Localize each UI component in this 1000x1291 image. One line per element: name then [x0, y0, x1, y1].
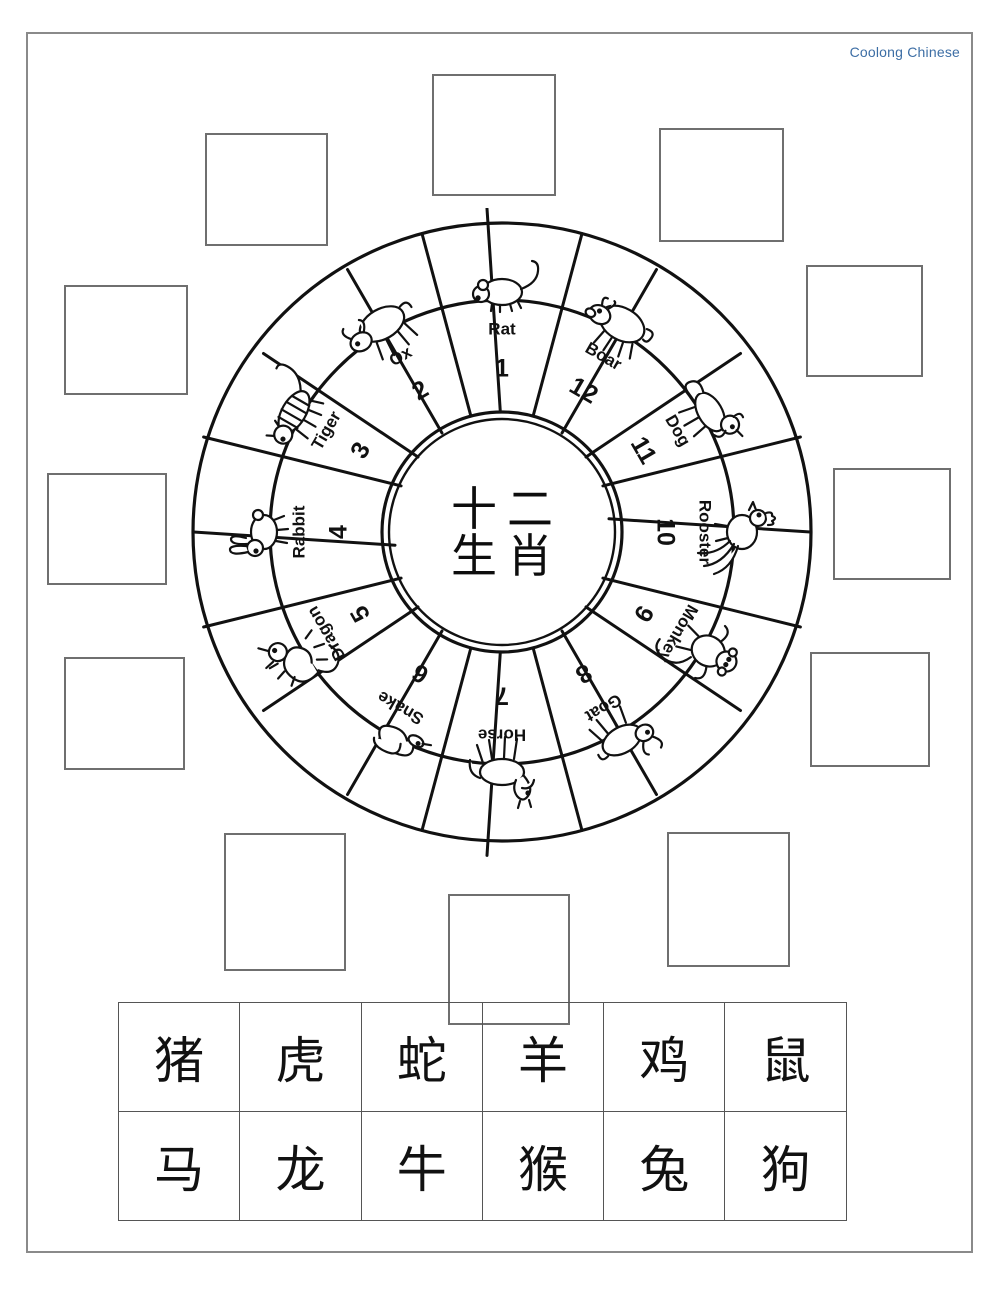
- character-bank-table: 猪 虎 蛇 羊 鸡 鼠 马 龙 牛 猴 兔 狗: [117, 1002, 847, 1221]
- ox-icon: [339, 292, 430, 373]
- segment-name-3: Tiger: [308, 408, 345, 454]
- answer-box-bottom-right[interactable]: [667, 832, 790, 967]
- wheel-outer-circle: [191, 221, 813, 843]
- segment-number-2: 2: [407, 375, 433, 406]
- answer-box-top-right[interactable]: [659, 128, 784, 242]
- answer-box-top[interactable]: [432, 74, 556, 196]
- answer-box-bottom-left[interactable]: [224, 833, 346, 971]
- segment-name-4: Rabbit: [289, 505, 308, 558]
- segment-number-3: 3: [345, 437, 376, 463]
- segment-number-1: 1: [495, 355, 509, 383]
- rabbit-icon: [228, 508, 290, 558]
- answer-box-mid-left[interactable]: [47, 473, 167, 585]
- char-cell[interactable]: 虎: [239, 1002, 362, 1112]
- table-row: 猪 虎 蛇 羊 鸡 鼠: [117, 1002, 847, 1112]
- segment-name-10: Rooster: [696, 500, 715, 565]
- segment-number-5: 5: [345, 601, 376, 627]
- segment-name-8: Goat: [582, 690, 625, 726]
- char-cell[interactable]: 鼠: [724, 1002, 847, 1112]
- segment-number-10: 10: [651, 518, 679, 546]
- segment-name-6: Snake: [374, 687, 427, 729]
- zodiac-wheel-svg: Rat 1 Ox 2 Tiger 3 Rabbit 4 Dragon 5: [191, 208, 813, 857]
- brand-label: Coolong Chinese: [849, 44, 960, 60]
- answer-box-mid-right[interactable]: [833, 468, 951, 580]
- segment-number-11: 11: [625, 432, 663, 469]
- char-cell[interactable]: 牛: [360, 1111, 483, 1221]
- wheel-inner-circle: [380, 410, 624, 654]
- segment-number-4: 4: [325, 525, 353, 539]
- char-cell[interactable]: 猪: [117, 1002, 241, 1112]
- segment-name-7: Horse: [478, 726, 526, 745]
- answer-box-upper-left[interactable]: [64, 285, 188, 395]
- snake-icon: [369, 716, 433, 771]
- segment-name-12: Boar: [582, 338, 625, 374]
- segment-name-11: Dog: [661, 411, 694, 449]
- horse-icon: [468, 735, 536, 810]
- answer-box-upper-right[interactable]: [806, 265, 923, 377]
- segment-number-7: 7: [495, 681, 509, 709]
- segment-number-6: 6: [407, 658, 433, 689]
- char-cell[interactable]: 马: [117, 1111, 241, 1221]
- char-cell[interactable]: 羊: [481, 1002, 605, 1112]
- char-cell[interactable]: 蛇: [360, 1002, 483, 1112]
- page-border: [26, 32, 973, 1253]
- wheel-inner-circle-2: [387, 417, 617, 647]
- table-row: 马 龙 牛 猴 兔 狗: [117, 1111, 847, 1221]
- segment-name-1: Rat: [488, 319, 516, 338]
- char-cell[interactable]: 龙: [239, 1111, 362, 1221]
- segment-number-8: 8: [571, 658, 597, 689]
- answer-box-lower-left[interactable]: [64, 657, 185, 770]
- answer-box-top-left[interactable]: [205, 133, 328, 246]
- char-cell[interactable]: 鸡: [603, 1002, 726, 1112]
- rat-icon: [471, 259, 540, 314]
- char-cell[interactable]: 狗: [724, 1111, 847, 1221]
- answer-box-lower-right[interactable]: [810, 652, 930, 767]
- char-cell[interactable]: 猴: [481, 1111, 605, 1221]
- segment-number-12: 12: [565, 371, 603, 409]
- segment-number-9: 9: [628, 601, 659, 627]
- zodiac-wheel: Rat 1 Ox 2 Tiger 3 Rabbit 4 Dragon 5: [190, 208, 814, 858]
- char-cell[interactable]: 兔: [603, 1111, 726, 1221]
